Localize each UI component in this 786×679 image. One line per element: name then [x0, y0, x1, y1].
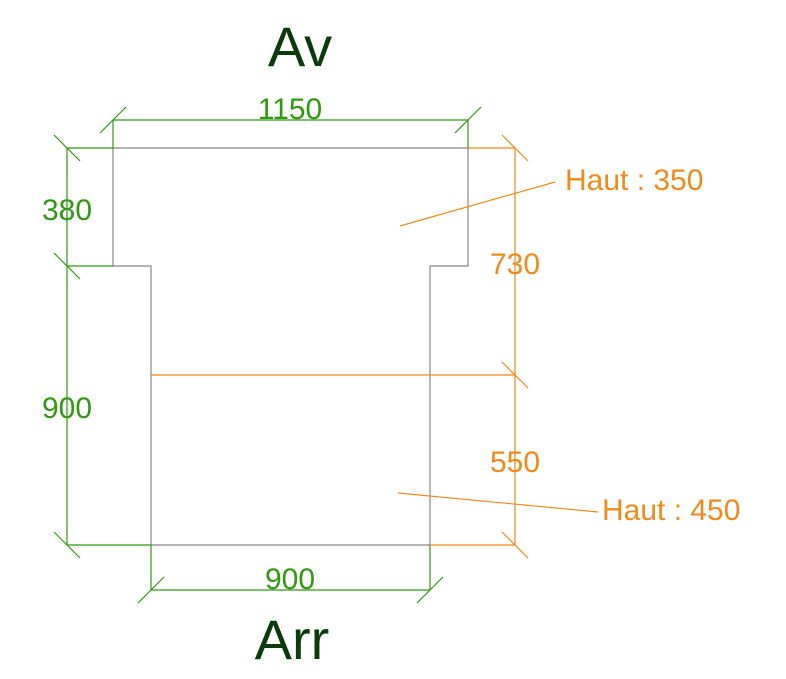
dim-right-upper: 730 [490, 248, 540, 281]
leader-upper [399, 181, 556, 227]
dim-right-lower: 550 [490, 446, 540, 479]
room-outline [112, 147, 469, 546]
leader-lower [397, 492, 599, 513]
annotation-upper-height: Haut : 350 [565, 164, 703, 197]
annotation-lower-height: Haut : 450 [602, 494, 740, 527]
green-dimension-lines [53, 106, 482, 604]
title-back: Arr [255, 608, 330, 671]
title-front: Av [268, 15, 332, 78]
dim-left-upper: 380 [42, 194, 92, 227]
dim-left-lower: 900 [42, 392, 92, 425]
dim-bottom-width: 900 [265, 563, 315, 596]
orange-dimension-lines [151, 134, 599, 559]
dim-top-width: 1150 [258, 93, 323, 126]
